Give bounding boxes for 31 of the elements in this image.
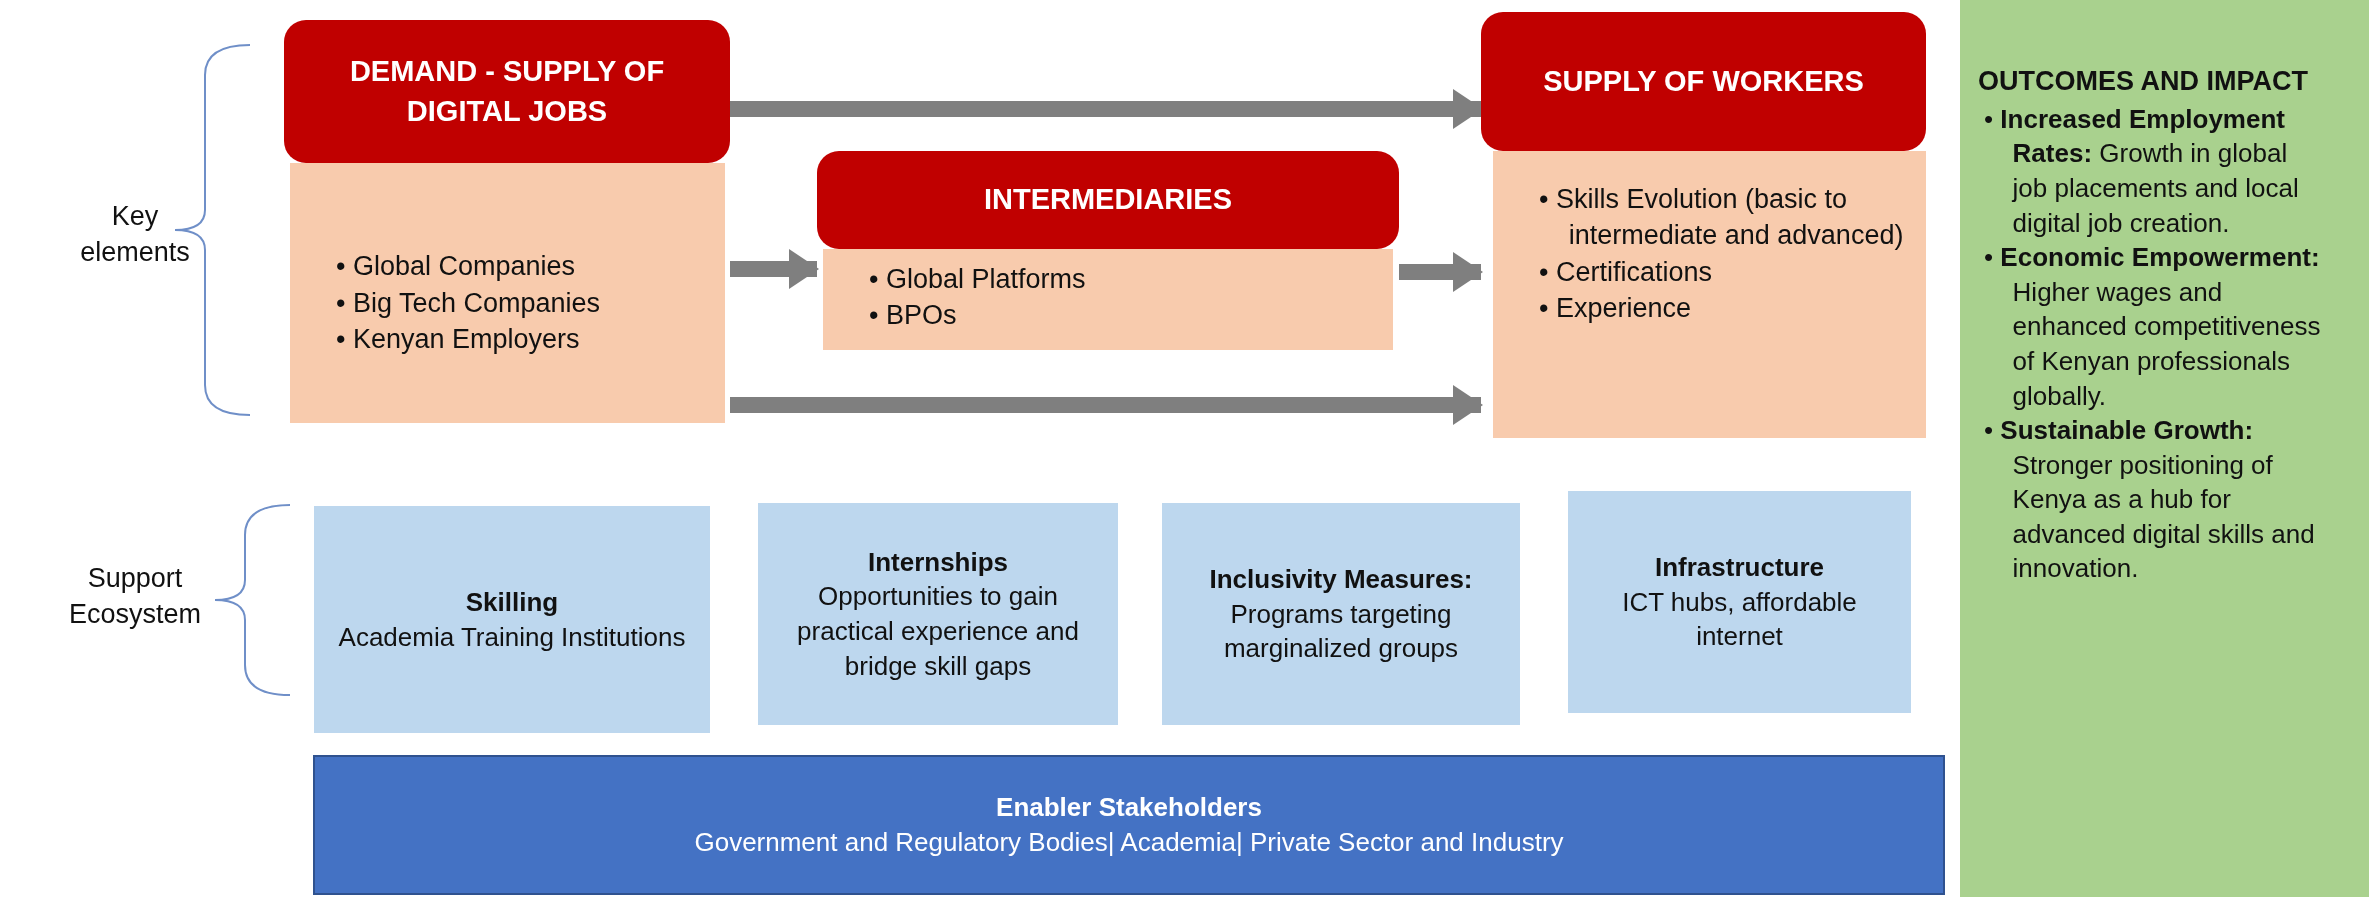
- side-label: Key elements: [80, 200, 190, 270]
- box-text: Government and Regulatory Bodies| Academia| Private Sector and Industry: [694, 826, 1564, 859]
- list-item: • BPOs: [869, 299, 958, 333]
- heading-bar: DEMAND - SUPPLY OF DIGITAL JOBS: [284, 20, 730, 163]
- list-item: • Big Tech Companies: [336, 286, 602, 320]
- heading-bar: SUPPLY OF WORKERS: [1481, 12, 1926, 151]
- box-heading: Skilling: [465, 585, 559, 619]
- box-text: ICT hubs, affordable internet: [1621, 585, 1858, 654]
- side-label: Support Ecosystem: [67, 562, 202, 632]
- panel-heading: OUTCOMES AND IMPACT: [1978, 65, 2309, 98]
- arrow: [730, 385, 1483, 425]
- arrow: [1399, 252, 1483, 292]
- arrow: [730, 249, 819, 289]
- box-heading: Internships: [867, 545, 1009, 579]
- heading-bar: INTERMEDIARIES: [817, 151, 1399, 249]
- list-item: • Certifications: [1539, 255, 1713, 289]
- list-item: • Global Platforms: [869, 263, 1087, 296]
- list-item: • Skills Evolution (basic to intermediate and advanced): [1539, 183, 1905, 253]
- list-item: • Global Companies: [336, 250, 577, 284]
- list-item: • Economic Empowerment: Higher wages and enhanced competitiveness of Kenyan professionals globally.: [1984, 241, 2322, 413]
- list-item: • Increased Employment Rates: Growth in global job placements and local digital job creation.: [1984, 102, 2300, 240]
- list-item: • Kenyan Employers: [336, 323, 581, 357]
- box-heading: Inclusivity Measures:: [1209, 563, 1473, 597]
- box-text: Academia Training Institutions: [338, 620, 686, 654]
- box-text: Opportunities to gain practical experience and bridge skill gaps: [796, 580, 1080, 683]
- box-heading: Infrastructure: [1654, 551, 1824, 585]
- box-heading: Enabler Stakeholders: [996, 791, 1262, 825]
- list-item: • Sustainable Growth: Stronger positioning of Kenya as a hub for advanced digital skills and innovation.: [1984, 414, 2316, 586]
- list-item: • Experience: [1539, 292, 1693, 326]
- arrow: [730, 89, 1483, 129]
- box-text: Programs targeting marginalized groups: [1222, 597, 1460, 666]
